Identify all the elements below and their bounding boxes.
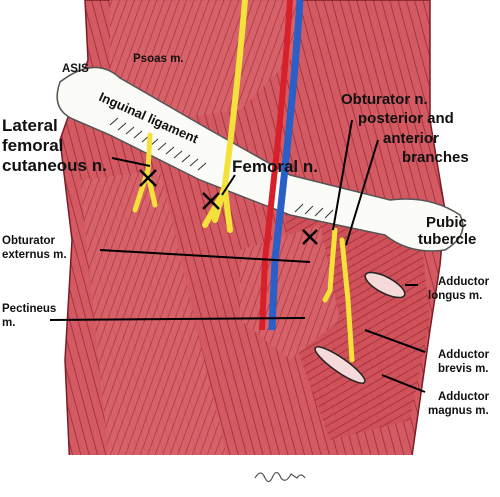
leader-lines xyxy=(49,119,426,393)
label-psoas: Psoas m. xyxy=(133,53,184,65)
inguinal-ligament xyxy=(56,66,464,252)
label-lateral-femoral-3: cutaneous n. xyxy=(2,156,107,175)
obturator-nerve-branches xyxy=(322,227,355,363)
label-pubic-2: tubercle xyxy=(418,231,476,248)
label-lateral-femoral-1: Lateral xyxy=(2,116,58,135)
label-obturator-2: posterior and xyxy=(358,110,454,127)
label-asis: ASIS xyxy=(62,63,89,75)
label-adductor-brevis-1: Adductor xyxy=(438,349,490,361)
injection-marks xyxy=(139,169,318,245)
femoral-nerve xyxy=(202,0,248,233)
femoral-vein xyxy=(268,0,304,331)
psoas-muscle xyxy=(110,0,300,120)
label-femoral-n: Femoral n. xyxy=(232,157,318,176)
label-lateral-femoral-2: femoral xyxy=(2,136,63,155)
ligament-hatching xyxy=(109,117,334,219)
label-adductor-magnus-1: Adductor xyxy=(438,391,490,403)
label-obturator-3: anterior xyxy=(383,130,439,147)
bottom-fade xyxy=(60,455,440,497)
label-obturator-externus-1: Obturator xyxy=(2,235,56,247)
label-obturator-4: branches xyxy=(402,149,469,166)
label-obturator-externus-2: externus m. xyxy=(2,249,67,261)
artist-signature xyxy=(254,471,306,483)
cut-tendons xyxy=(314,271,406,384)
label-adductor-magnus-2: magnus m. xyxy=(428,405,489,417)
label-pectineus-2: m. xyxy=(2,317,15,329)
label-pubic-1: Pubic xyxy=(426,214,467,231)
femoral-artery xyxy=(259,0,293,331)
label-adductor-longus-1: Adductor xyxy=(438,276,490,288)
label-obturator-1: Obturator n. xyxy=(341,91,428,108)
label-pectineus-1: Pectineus xyxy=(2,303,56,315)
label-adductor-longus-2: longus m. xyxy=(428,290,482,302)
label-adductor-brevis-2: brevis m. xyxy=(438,363,489,375)
